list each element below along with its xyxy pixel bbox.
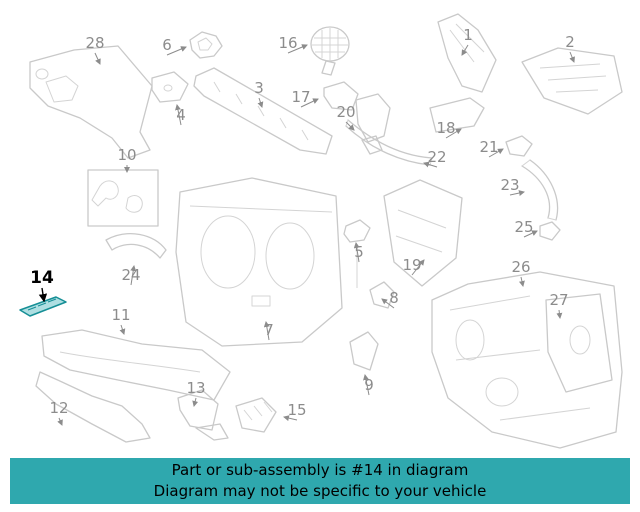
part-label-10[interactable]: 10 xyxy=(117,146,136,164)
part-label-11[interactable]: 11 xyxy=(111,306,130,324)
part-leader-18 xyxy=(445,128,462,139)
part-label-22[interactable]: 22 xyxy=(427,148,446,166)
part-label-19[interactable]: 19 xyxy=(402,256,421,274)
part-label-3[interactable]: 3 xyxy=(254,79,264,97)
part-label-24[interactable]: 24 xyxy=(121,266,140,284)
part-leader-22 xyxy=(423,161,438,168)
part-label-4[interactable]: 4 xyxy=(176,106,186,124)
part-label-27[interactable]: 27 xyxy=(549,291,568,309)
part-label-8[interactable]: 8 xyxy=(389,289,399,307)
part-label-16[interactable]: 16 xyxy=(278,34,297,52)
part-leader-23 xyxy=(509,190,525,196)
part-leader-26 xyxy=(518,276,525,287)
part-label-21[interactable]: 21 xyxy=(479,138,498,156)
part-leader-11 xyxy=(119,324,126,335)
part-leader-14 xyxy=(38,287,48,303)
part-leader-4 xyxy=(175,104,182,126)
part-label-12[interactable]: 12 xyxy=(49,399,68,417)
part-label-2[interactable]: 2 xyxy=(565,33,575,51)
part-label-15[interactable]: 15 xyxy=(287,401,306,419)
part-label-9[interactable]: 9 xyxy=(364,376,374,394)
part-leader-1 xyxy=(461,44,469,56)
part-label-13[interactable]: 13 xyxy=(186,379,205,397)
part-leader-16 xyxy=(287,44,308,54)
part-label-28[interactable]: 28 xyxy=(85,34,104,52)
part-leader-7 xyxy=(263,321,270,341)
parts-diagram: 2861612317420182110222325519242614827117… xyxy=(19,13,623,449)
part-leader-27 xyxy=(556,309,563,319)
part-outlines xyxy=(29,13,623,449)
banner-line-1: Part or sub-assembly is #14 in diagram xyxy=(171,461,469,479)
banner-line-2: Diagram may not be specific to your vehi… xyxy=(153,482,487,500)
part-leader-6 xyxy=(166,46,187,56)
part-leader-2 xyxy=(569,51,575,63)
part-leader-25 xyxy=(523,230,538,238)
part-label-7[interactable]: 7 xyxy=(264,321,274,339)
highlighted-part-14[interactable] xyxy=(19,296,67,317)
part-leader-12 xyxy=(57,417,63,426)
part-leader-20 xyxy=(345,121,355,131)
part-leader-3 xyxy=(257,97,264,108)
part-leader-8 xyxy=(381,298,395,309)
part-leader-19 xyxy=(411,259,425,276)
part-label-14[interactable]: 14 xyxy=(30,268,54,288)
part-label-18[interactable]: 18 xyxy=(436,119,455,137)
part-label-25[interactable]: 25 xyxy=(514,218,533,236)
part-leader-28 xyxy=(94,52,101,65)
part-label-26[interactable]: 26 xyxy=(511,258,530,276)
part-leader-24 xyxy=(130,265,137,286)
part-label-17[interactable]: 17 xyxy=(291,88,310,106)
part-label-5[interactable]: 5 xyxy=(354,243,364,261)
part-leader-9 xyxy=(363,374,370,396)
part-label-6[interactable]: 6 xyxy=(162,36,172,54)
part-leader-5 xyxy=(353,242,360,263)
part-label-20[interactable]: 20 xyxy=(336,103,355,121)
part-leader-15 xyxy=(283,415,298,422)
part-leader-13 xyxy=(192,397,199,407)
part-leader-17 xyxy=(300,98,319,108)
part-leader-21 xyxy=(488,148,504,158)
part-label-1[interactable]: 1 xyxy=(463,26,473,44)
part-label-23[interactable]: 23 xyxy=(500,176,519,194)
info-banner: Part or sub-assembly is #14 in diagram D… xyxy=(10,458,630,504)
